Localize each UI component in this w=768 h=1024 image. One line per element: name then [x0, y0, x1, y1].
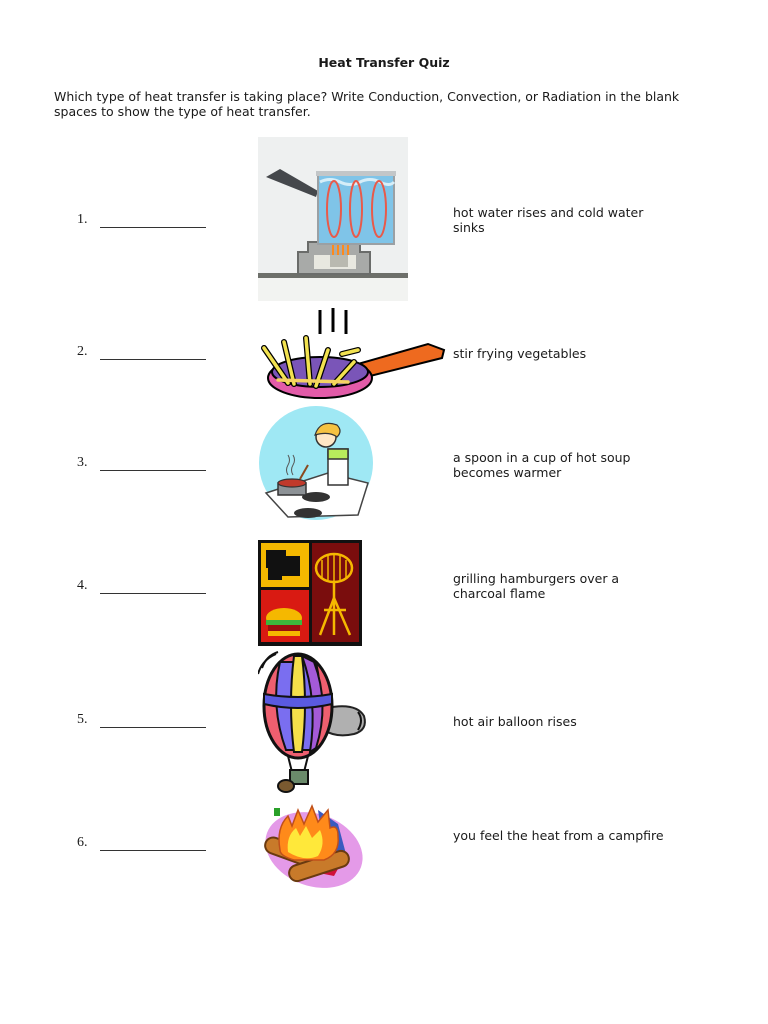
campfire-icon — [258, 800, 366, 890]
instructions: Which type of heat transfer is taking pl… — [54, 89, 680, 119]
answer-blank[interactable] — [100, 227, 206, 228]
question-description: a spoon in a cup of hot soup becomes war… — [453, 450, 631, 480]
question-number: 5. — [77, 712, 88, 727]
page-title: Heat Transfer Quiz — [318, 55, 450, 70]
answer-blank[interactable] — [100, 359, 206, 360]
answer-blank[interactable] — [100, 593, 206, 594]
person-cooking-icon — [258, 405, 374, 521]
boiling-pot-convection-icon — [258, 137, 408, 301]
question-description: stir frying vegetables — [453, 346, 587, 361]
question-number: 4. — [77, 578, 88, 593]
question-description: you feel the heat from a campfire — [453, 828, 664, 843]
question-number: 2. — [77, 344, 88, 359]
answer-blank[interactable] — [100, 470, 206, 471]
question-description: grilling hamburgers over a charcoal flam… — [453, 571, 620, 601]
question-description: hot air balloon rises — [453, 714, 577, 729]
question-number: 1. — [77, 212, 88, 227]
question-number: 6. — [77, 835, 88, 850]
answer-blank[interactable] — [100, 727, 206, 728]
hot-air-balloon-icon — [258, 650, 370, 796]
question-description: hot water rises and cold water sinks — [453, 205, 644, 235]
question-number: 3. — [77, 455, 88, 470]
grill-hamburger-icon — [258, 540, 362, 646]
frying-pan-icon — [258, 308, 446, 402]
answer-blank[interactable] — [100, 850, 206, 851]
